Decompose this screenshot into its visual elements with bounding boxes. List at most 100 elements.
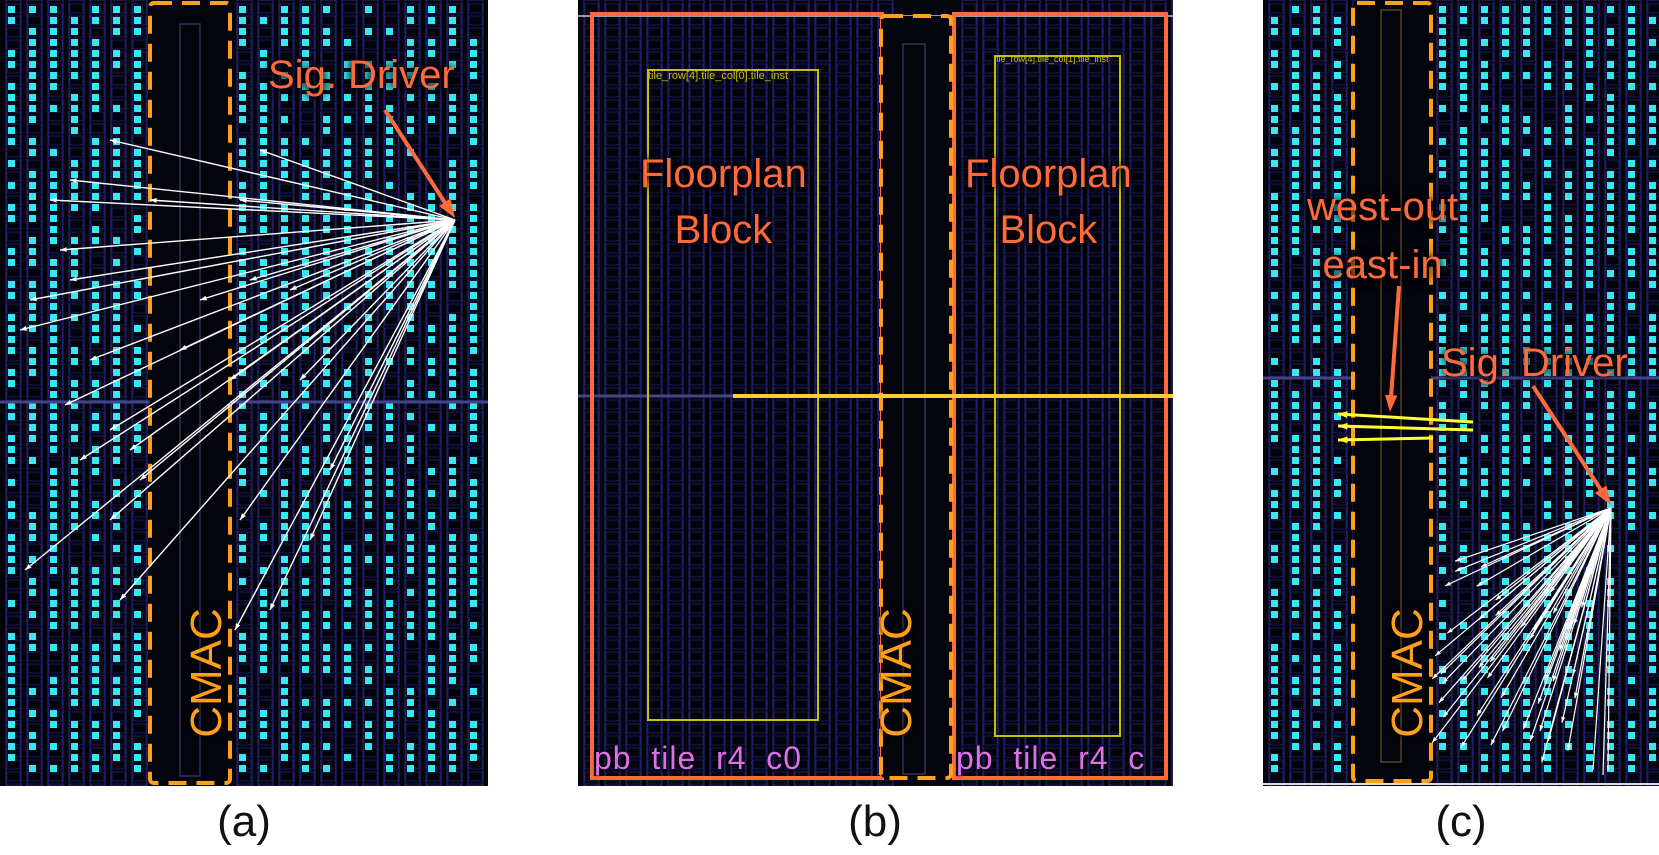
grid-slot (668, 399, 683, 410)
grid-slot (48, 459, 63, 470)
grid-slot (1088, 63, 1103, 74)
arrow-head (70, 276, 77, 282)
standard-cell (365, 83, 372, 90)
grid-slot (773, 339, 788, 350)
grid-slot (111, 87, 126, 98)
standard-cell (386, 72, 393, 79)
standard-cell (323, 699, 330, 706)
standard-cell (386, 28, 393, 35)
grid-slot (857, 39, 872, 50)
grid-slot (731, 519, 746, 530)
standard-cell (29, 534, 36, 541)
grid-slot (773, 699, 788, 710)
grid-slot (1311, 39, 1326, 50)
grid-slot (1130, 375, 1145, 386)
grid-slot (962, 51, 977, 62)
grid-slot (468, 195, 483, 206)
grid-slot (1311, 543, 1326, 554)
grid-column (1583, 0, 1600, 786)
grid-slot (710, 411, 725, 422)
standard-cell (8, 556, 15, 563)
grid-slot (983, 231, 998, 242)
standard-cell (386, 303, 393, 310)
grid-slot (1151, 147, 1166, 158)
standard-cell (344, 589, 351, 596)
grid-column (1625, 0, 1642, 786)
standard-cell (134, 127, 141, 134)
standard-cell (134, 424, 141, 431)
grid-slot (279, 783, 294, 786)
grid-slot (1004, 39, 1019, 50)
grid-slot (1088, 147, 1103, 158)
grid-slot (794, 159, 809, 170)
grid-slot (1458, 315, 1473, 326)
grid-slot (1046, 783, 1061, 786)
grid-slot (647, 471, 662, 482)
grid-slot (1151, 507, 1166, 518)
grid-slot (962, 723, 977, 734)
grid-slot (132, 543, 147, 554)
standard-cell (323, 490, 330, 497)
standard-cell (365, 358, 372, 365)
standard-cell (470, 512, 477, 519)
grid-slot (1025, 423, 1040, 434)
grid-slot (647, 543, 662, 554)
standard-cell (113, 446, 120, 453)
grid-slot (1088, 399, 1103, 410)
standard-cell (386, 633, 393, 640)
grid-slot (111, 111, 126, 122)
grid-slot (447, 771, 462, 782)
grid-slot (447, 135, 462, 146)
grid-slot (447, 303, 462, 314)
grid-slot (983, 39, 998, 50)
grid-slot (983, 123, 998, 134)
grid-slot (1004, 639, 1019, 650)
grid-slot (647, 495, 662, 506)
grid-slot (1109, 759, 1124, 770)
grid-slot (1130, 171, 1145, 182)
grid-column (730, 0, 747, 786)
standard-cell (407, 446, 414, 453)
grid-slot (962, 339, 977, 350)
grid-slot (1046, 315, 1061, 326)
standard-cell (302, 94, 309, 101)
standard-cell (281, 292, 288, 299)
arrow-head (65, 400, 72, 405)
grid-slot (1269, 339, 1284, 350)
standard-cell (239, 633, 246, 640)
grid-slot (1479, 411, 1494, 422)
standard-cell (113, 754, 120, 761)
standard-cell (449, 490, 456, 497)
standard-cell (428, 754, 435, 761)
fanout-net (119, 219, 456, 601)
grid-slot (731, 87, 746, 98)
grid-slot (1151, 555, 1166, 566)
grid-slot (815, 747, 830, 758)
standard-cell (386, 490, 393, 497)
grid-slot (405, 783, 420, 786)
grid-slot (1311, 315, 1326, 326)
grid-slot (384, 543, 399, 554)
grid-slot (1067, 495, 1082, 506)
standard-cell (239, 424, 246, 431)
standard-cell (470, 204, 477, 211)
standard-cell (260, 182, 267, 189)
standard-cell (50, 171, 57, 178)
grid-slot (1311, 675, 1326, 686)
grid-slot (689, 723, 704, 734)
grid-slot (1584, 303, 1599, 314)
grid-slot (1025, 27, 1040, 38)
grid-slot (1109, 675, 1124, 686)
grid-slot (1151, 711, 1166, 722)
grid-slot (626, 219, 641, 230)
standard-cell (71, 765, 78, 772)
grid-slot (836, 471, 851, 482)
arrow-head (439, 198, 455, 218)
grid-slot (857, 27, 872, 38)
standard-cell (71, 721, 78, 728)
grid-slot (689, 3, 704, 14)
grid-slot (1109, 219, 1124, 230)
grid-slot (1542, 51, 1557, 62)
grid-slot (1088, 639, 1103, 650)
standard-cell (323, 28, 330, 35)
